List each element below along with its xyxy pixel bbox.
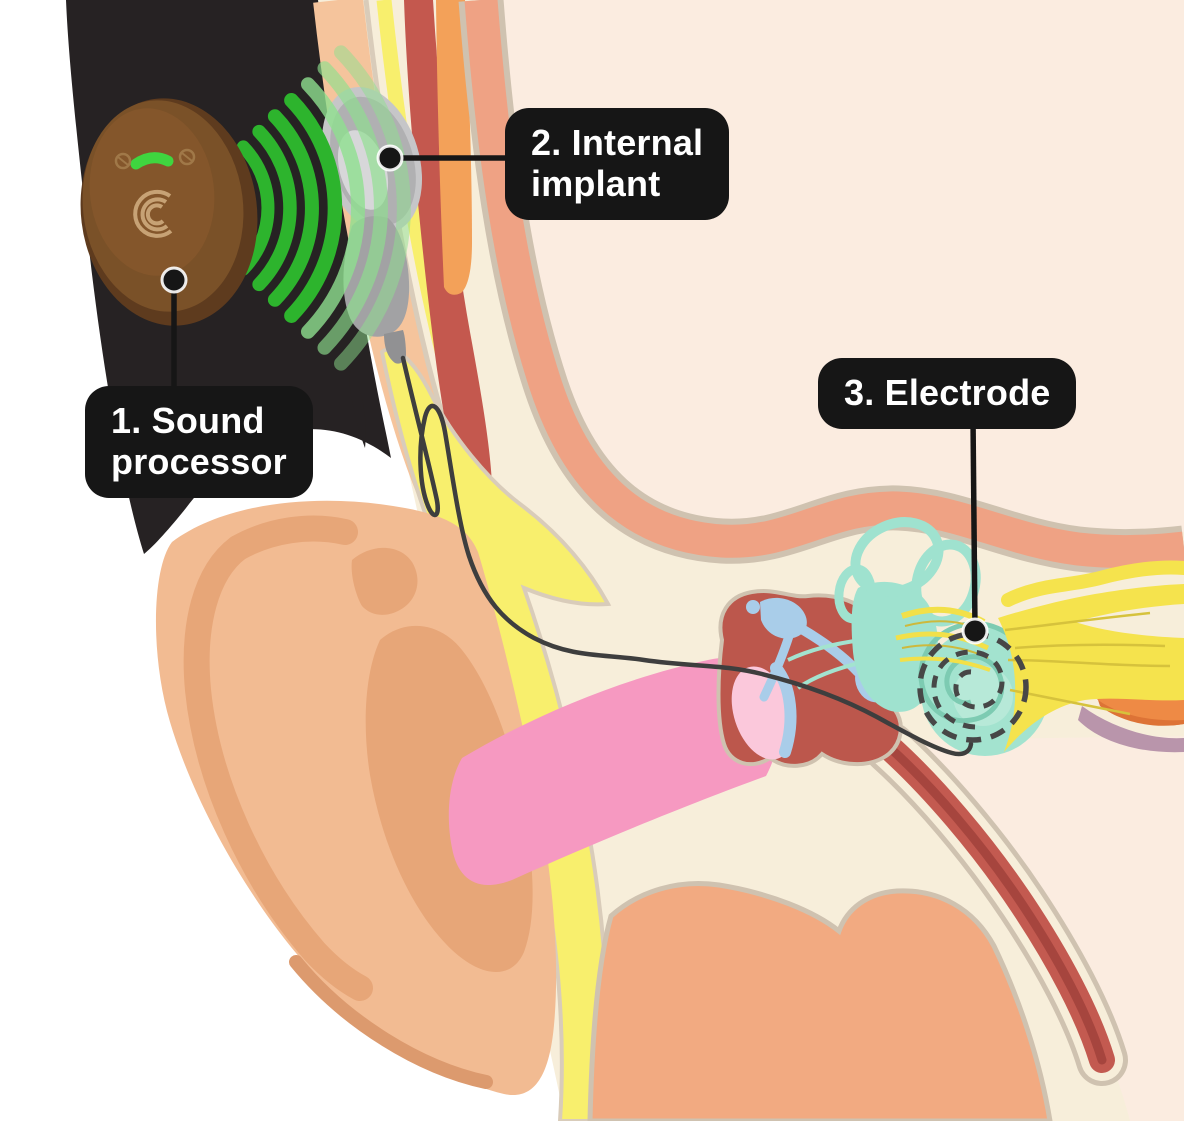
- cochlea-center: [953, 666, 1013, 726]
- screw-icon: [178, 148, 196, 166]
- jaw-tissue: [587, 880, 1053, 1121]
- connector-line-3: [970, 417, 978, 630]
- nerve-fiber-line: [1004, 611, 1171, 716]
- skull-base-band: [458, 0, 1184, 575]
- incus: [795, 623, 863, 677]
- mauve-band: [1078, 706, 1184, 753]
- label-internal-implant: 2. Internal implant: [505, 108, 730, 221]
- helix-top: [225, 515, 358, 561]
- orange-layer: [436, 0, 472, 295]
- outer-ear: [155, 500, 557, 1096]
- lower-cavity-region: [918, 736, 1184, 1121]
- concha-shadow: [365, 625, 533, 973]
- eardrum: [731, 666, 795, 760]
- label-sound-processor: 1. Sound processor: [85, 386, 313, 499]
- connector-dot-3: [961, 617, 989, 645]
- sound-processor: [80, 98, 258, 326]
- nerve-fiber: [895, 631, 990, 651]
- orange-shade: [1098, 700, 1184, 726]
- ear-canal: [448, 657, 781, 885]
- lobe-shadow: [289, 955, 493, 1089]
- artery-tube: [864, 722, 1128, 1086]
- status-led: [130, 152, 174, 170]
- coil-spiral-icon: [133, 189, 173, 238]
- screw-icon: [114, 152, 132, 170]
- implant-tail: [384, 330, 406, 364]
- semicircular-canal: [850, 517, 944, 597]
- nerve-strand-upper: [1001, 560, 1184, 607]
- label-connectors: [160, 144, 989, 645]
- electrode-wire: [400, 355, 974, 757]
- malleus-nub: [746, 600, 760, 614]
- malleus-handle: [759, 631, 794, 702]
- auditory-nerve: [895, 560, 1184, 752]
- dashed-electrode-spiral: [917, 631, 1029, 743]
- label-electrode: 3. Electrode: [818, 358, 1077, 430]
- connector-dot-2: [376, 144, 404, 172]
- wireless-signal-arcs-icon: [236, 45, 411, 371]
- semicircular-canal: [834, 564, 876, 624]
- eardrum-membrane: [770, 662, 797, 758]
- connector-dot-1: [160, 266, 188, 294]
- helix-fold: [183, 535, 373, 1001]
- antihelix-knob: [351, 547, 418, 615]
- screw-slot: [117, 156, 129, 166]
- screw-slot: [181, 152, 193, 162]
